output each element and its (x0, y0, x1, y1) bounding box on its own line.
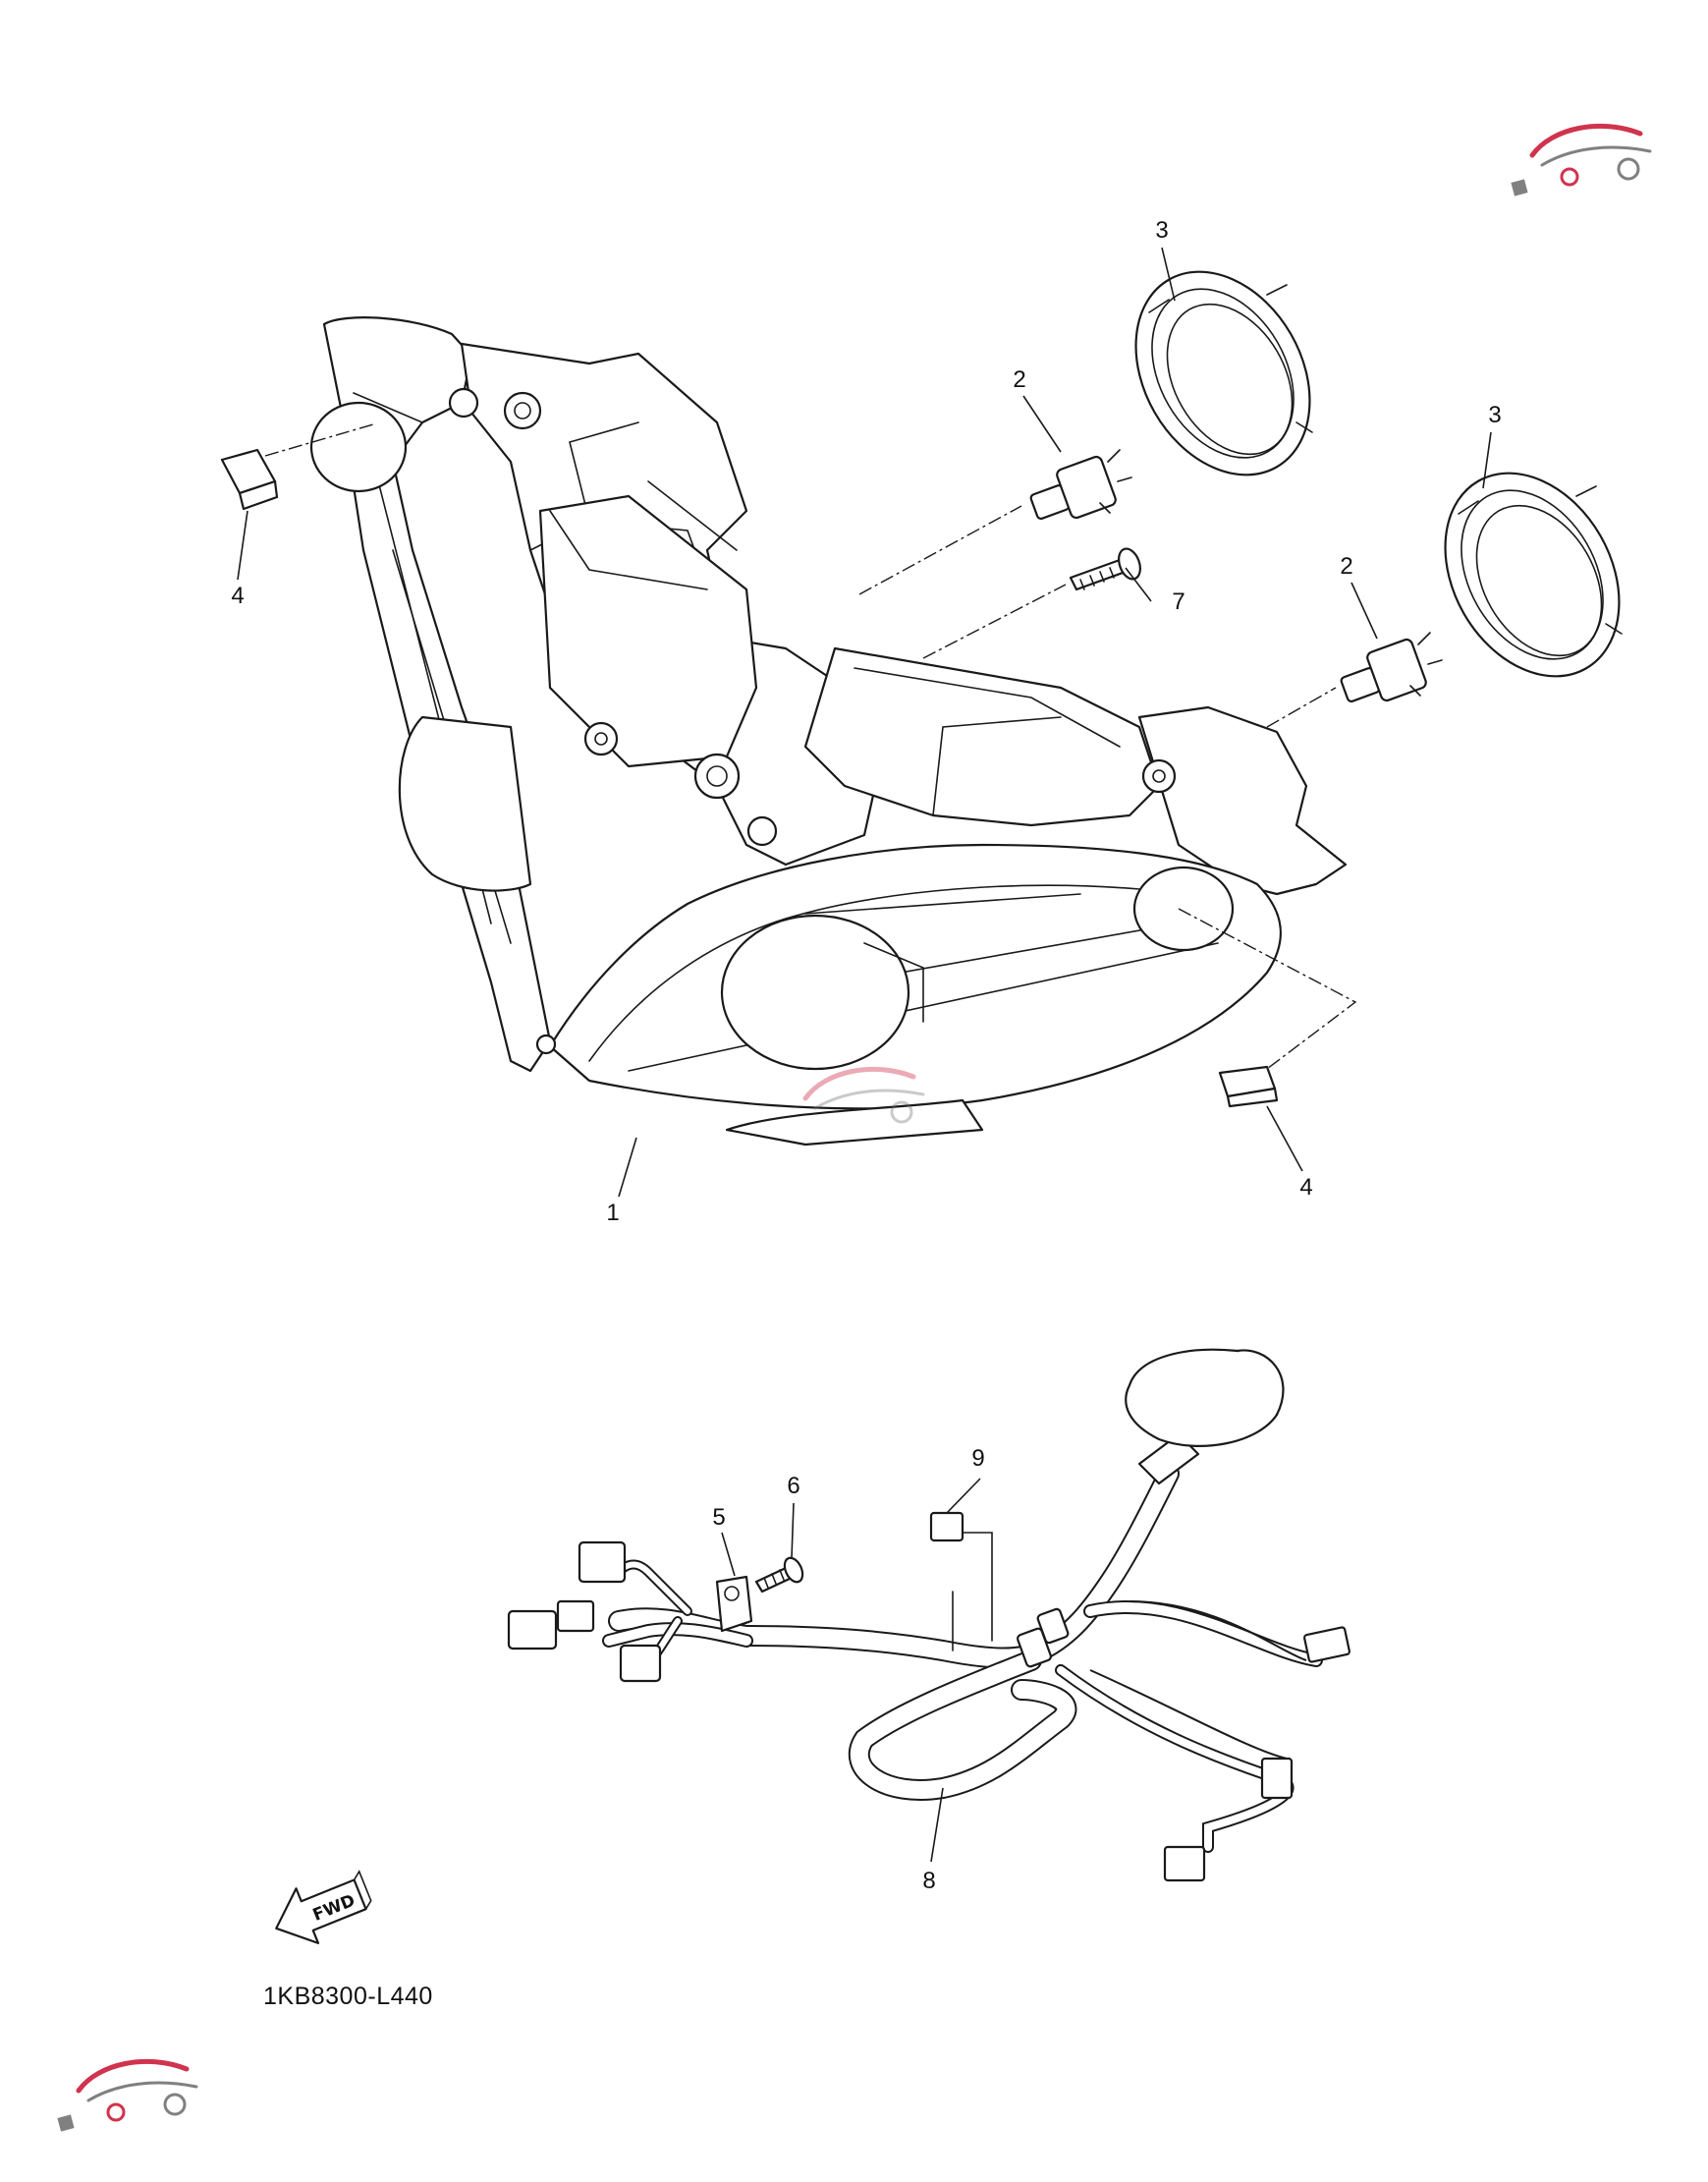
callout-4-left: 4 (231, 583, 244, 609)
assembly-lines (264, 423, 1357, 1070)
watermark-logo-center (802, 1066, 925, 1124)
callout-5: 5 (712, 1504, 725, 1531)
leader-lines (237, 247, 1492, 1863)
fwd-arrow-icon: FWD (275, 1870, 372, 1944)
callout-8: 8 (922, 1868, 935, 1894)
bracket (715, 1575, 753, 1633)
callout-3-left: 3 (1155, 217, 1168, 244)
connector-left-mid (507, 1609, 558, 1650)
callout-6: 6 (787, 1473, 799, 1499)
screw-harness (754, 1556, 804, 1594)
callout-7: 7 (1172, 588, 1185, 615)
callout-2-right: 2 (1340, 553, 1352, 580)
bulb-cover-right (1444, 472, 1623, 678)
clamp (929, 1511, 993, 1651)
screw-headlight (1069, 547, 1141, 591)
watermark-logo-top (1511, 123, 1652, 196)
watermark-logo-bottom (57, 2058, 198, 2132)
callout-4-right: 4 (1299, 1174, 1312, 1201)
callout-3-right: 3 (1488, 402, 1501, 428)
bulb-cap-left (220, 448, 279, 511)
connector-right-mid (1260, 1757, 1294, 1800)
left-position-lamp (309, 401, 408, 493)
callout-1: 1 (606, 1200, 619, 1226)
drawing-code: 1KB8300-L440 (263, 1983, 433, 2010)
callouts: 1 2 2 3 3 4 4 5 6 7 8 9 (231, 217, 1501, 1894)
headlight-assembly (309, 316, 1348, 1147)
connector-left-low (619, 1644, 662, 1683)
connector-right-lower (1163, 1845, 1206, 1882)
sub-wire-harness (507, 1348, 1350, 1882)
bulb-cap-right (1218, 1065, 1279, 1108)
right-position-lamp (1132, 866, 1235, 952)
callout-2-left: 2 (1013, 366, 1025, 393)
connector-right-upper (1303, 1626, 1350, 1663)
connector-left-top (578, 1540, 627, 1584)
bulb-cover-left (1134, 270, 1313, 476)
callout-9: 9 (971, 1445, 984, 1472)
main-lens (720, 914, 910, 1071)
bulb-left (1029, 449, 1132, 521)
bulb-right (1340, 632, 1443, 703)
